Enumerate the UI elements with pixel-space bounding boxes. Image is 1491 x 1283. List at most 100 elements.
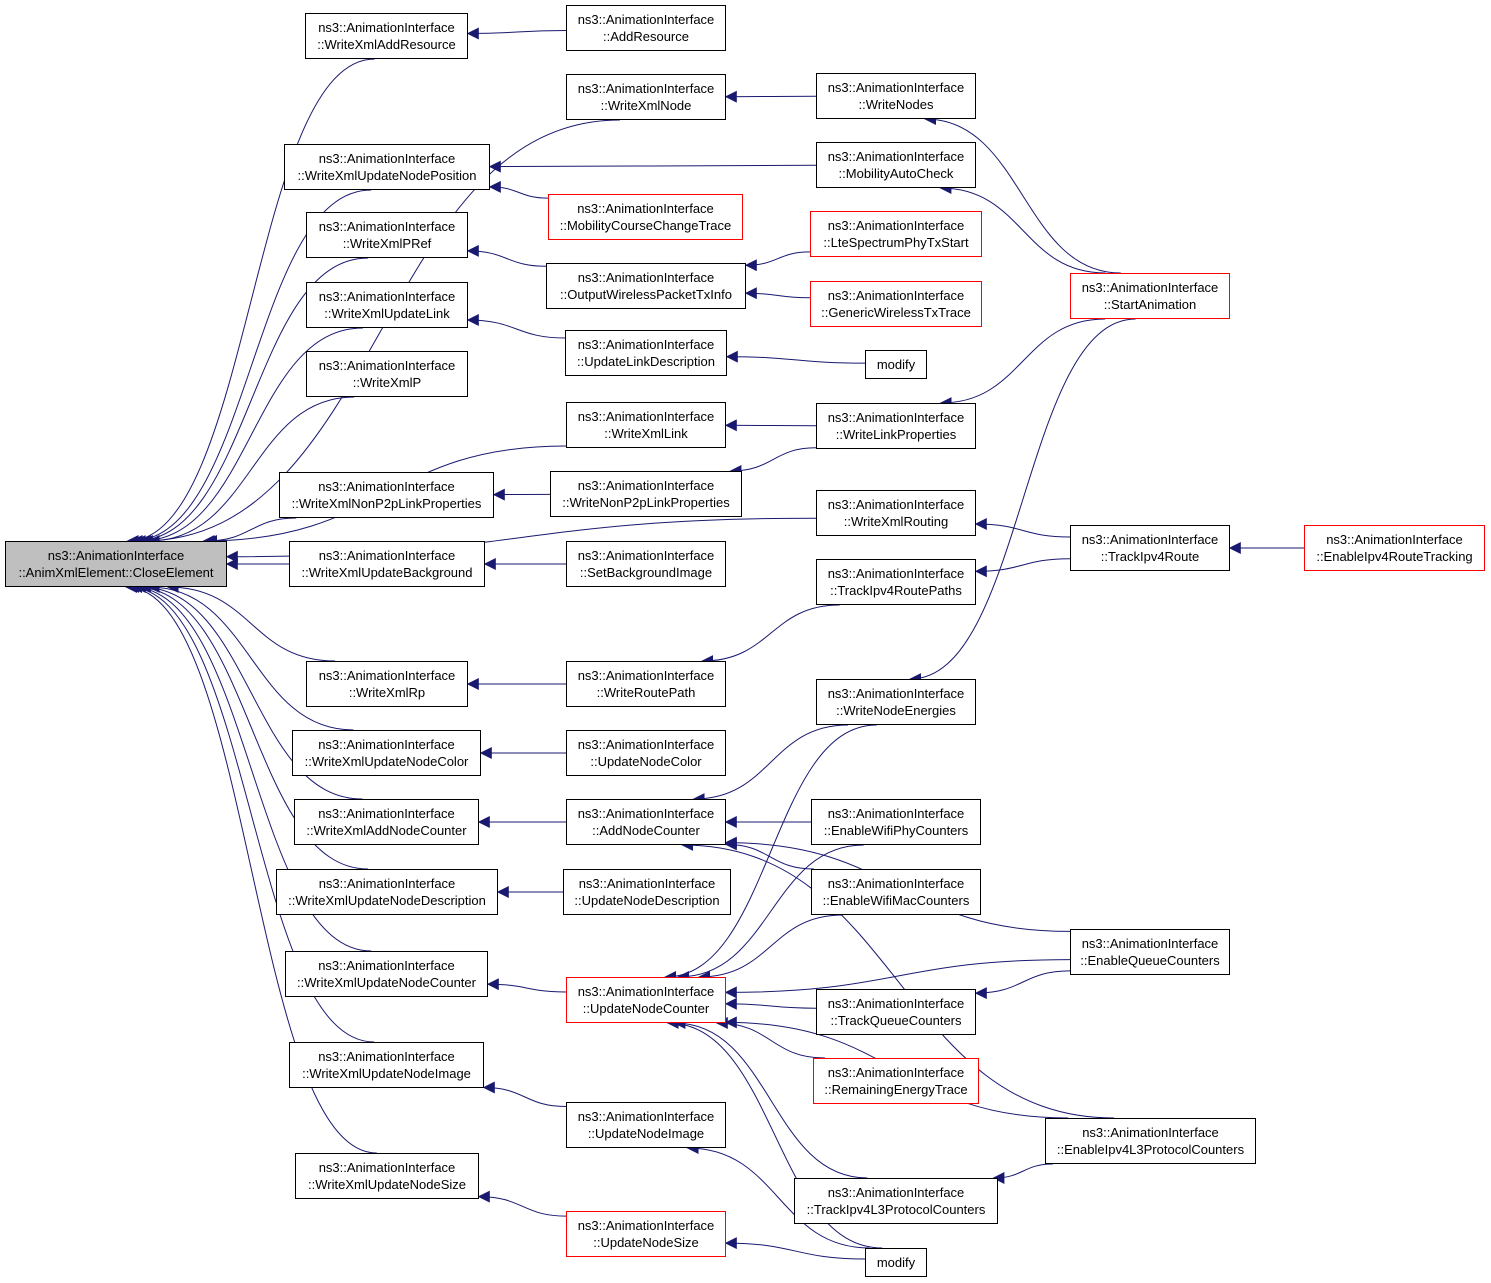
node-track-ipv4-route-paths-line1: ns3::AnimationInterface (827, 566, 965, 581)
node-update-node-image[interactable]: ns3::AnimationInterface ::UpdateNodeImag… (566, 1102, 726, 1148)
node-write-xml-update-node-image[interactable]: ns3::AnimationInterface ::WriteXmlUpdate… (289, 1042, 484, 1088)
node-write-xml-add-resource-line2: ::WriteXmlAddResource (317, 37, 456, 52)
node-track-ipv4-route-line1: ns3::AnimationInterface (1081, 532, 1219, 547)
node-write-xml-update-background-line2: ::WriteXmlUpdateBackground (301, 565, 473, 580)
node-write-xml-update-background[interactable]: ns3::AnimationInterface ::WriteXmlUpdate… (289, 541, 485, 587)
node-enable-queue-counters-line2: ::EnableQueueCounters (1080, 953, 1220, 968)
edge-modify2-to-updNodeImage (686, 1142, 870, 1249)
node-write-node-energies-line1: ns3::AnimationInterface (827, 686, 965, 701)
node-write-non-p2p-link-properties-line1: ns3::AnimationInterface (577, 478, 715, 493)
node-enable-wifi-phy-counters[interactable]: ns3::AnimationInterface ::EnableWifiPhyC… (811, 799, 981, 845)
node-mobility-auto-check[interactable]: ns3::AnimationInterface ::MobilityAutoCh… (816, 142, 976, 188)
node-track-ipv4-l3-protocol-counters[interactable]: ns3::AnimationInterface ::TrackIpv4L3Pro… (794, 1178, 998, 1224)
edge-mobCourse-to-wxUpdPos (488, 180, 549, 199)
node-write-xml-non-p2p-link-properties[interactable]: ns3::AnimationInterface ::WriteXmlNonP2p… (279, 472, 494, 518)
node-write-xml-pref[interactable]: ns3::AnimationInterface ::WriteXmlPRef (306, 212, 468, 258)
node-write-non-p2p-link-properties[interactable]: ns3::AnimationInterface ::WriteNonP2pLin… (550, 471, 742, 517)
node-write-xml-update-node-description-line2: ::WriteXmlUpdateNodeDescription (288, 893, 486, 908)
node-output-wireless-packet-tx-info-line2: ::OutputWirelessPacketTxInfo (560, 287, 732, 302)
node-write-xml-node-line1: ns3::AnimationInterface (577, 81, 715, 96)
node-add-node-counter[interactable]: ns3::AnimationInterface ::AddNodeCounter (566, 799, 726, 845)
node-update-node-description[interactable]: ns3::AnimationInterface ::UpdateNodeDesc… (563, 869, 731, 915)
node-enable-ipv4-l3-protocol-counters[interactable]: ns3::AnimationInterface ::EnableIpv4L3Pr… (1045, 1118, 1256, 1164)
node-enable-ipv4-route-tracking-line2: ::EnableIpv4RouteTracking (1316, 549, 1473, 564)
node-add-resource[interactable]: ns3::AnimationInterface ::AddResource (566, 5, 726, 51)
node-track-ipv4-route-paths[interactable]: ns3::AnimationInterface ::TrackIpv4Route… (816, 559, 976, 605)
node-write-xml-update-node-counter-line2: ::WriteXmlUpdateNodeCounter (297, 975, 476, 990)
edge-enQueue-to-trackQueue (974, 970, 1071, 1000)
node-write-xml-update-node-color-line2: ::WriteXmlUpdateNodeColor (304, 754, 469, 769)
node-write-route-path-line2: ::WriteRoutePath (596, 685, 696, 700)
edge-trackIpv4Route-to-wxRouting (974, 518, 1071, 538)
node-write-xml-update-node-counter[interactable]: ns3::AnimationInterface ::WriteXmlUpdate… (285, 951, 488, 997)
node-track-queue-counters[interactable]: ns3::AnimationInterface ::TrackQueueCoun… (816, 989, 976, 1035)
node-write-xml-add-resource[interactable]: ns3::AnimationInterface ::WriteXmlAddRes… (305, 13, 468, 59)
node-update-node-color[interactable]: ns3::AnimationInterface ::UpdateNodeColo… (566, 730, 726, 776)
node-update-node-description-line2: ::UpdateNodeDescription (574, 893, 720, 908)
node-enable-ipv4-route-tracking[interactable]: ns3::AnimationInterface ::EnableIpv4Rout… (1304, 525, 1485, 571)
node-enable-wifi-mac-counters-line2: ::EnableWifiMacCounters (822, 893, 970, 908)
node-enable-ipv4-l3-protocol-counters-line2: ::EnableIpv4L3ProtocolCounters (1056, 1142, 1245, 1157)
node-write-xml-update-node-description-line1: ns3::AnimationInterface (318, 876, 456, 891)
node-remaining-energy-trace-line1: ns3::AnimationInterface (827, 1065, 965, 1080)
node-write-xml-add-resource-line1: ns3::AnimationInterface (318, 20, 455, 35)
node-track-ipv4-route[interactable]: ns3::AnimationInterface ::TrackIpv4Route (1070, 525, 1230, 571)
node-add-resource-line1: ns3::AnimationInterface (577, 12, 715, 27)
node-close-element-line1: ns3::AnimationInterface (47, 548, 185, 563)
node-write-route-path[interactable]: ns3::AnimationInterface ::WriteRoutePath (566, 661, 726, 707)
node-write-xml-update-node-color[interactable]: ns3::AnimationInterface ::WriteXmlUpdate… (292, 730, 481, 776)
node-update-link-description[interactable]: ns3::AnimationInterface ::UpdateLinkDesc… (565, 330, 727, 376)
edge-enWifiPhy-to-updNodeCounter (677, 844, 864, 983)
node-update-node-size[interactable]: ns3::AnimationInterface ::UpdateNodeSize (566, 1211, 726, 1257)
node-write-xml-node[interactable]: ns3::AnimationInterface ::WriteXmlNode (566, 74, 726, 120)
node-set-background-image[interactable]: ns3::AnimationInterface ::SetBackgroundI… (566, 541, 726, 587)
edge-enIpv4L3-to-addNodeCounter (681, 839, 1115, 1119)
node-modify-1[interactable]: modify (865, 350, 927, 379)
node-write-xml-update-node-position[interactable]: ns3::AnimationInterface ::WriteXmlUpdate… (284, 144, 490, 190)
edge-lteTx-to-outWireless (744, 251, 811, 272)
node-write-xml-update-node-description[interactable]: ns3::AnimationInterface ::WriteXmlUpdate… (276, 869, 498, 915)
edge-trackIpv4L3-to-updNodeCounter (673, 1017, 868, 1179)
edge-startAnim-to-mobAuto (939, 182, 1106, 274)
node-generic-wireless-tx-trace[interactable]: ns3::AnimationInterface ::GenericWireles… (810, 281, 982, 327)
edge-updNodeCounter-to-wxUpdCounter (486, 978, 567, 993)
node-mobility-course-change-trace-line2: ::MobilityCourseChangeTrace (559, 218, 732, 233)
node-write-xml-update-node-image-line1: ns3::AnimationInterface (318, 1049, 455, 1064)
node-set-background-image-line2: ::SetBackgroundImage (579, 565, 713, 580)
node-update-node-description-line1: ns3::AnimationInterface (578, 876, 716, 891)
edge-writeNodeEnergies-to-addNodeCounter (692, 724, 849, 805)
node-write-xml-update-node-size-line2: ::WriteXmlUpdateNodeSize (308, 1177, 466, 1192)
edge-wxUpdPos-to-close (130, 189, 372, 547)
edge-enWifiMac-to-addNodeCounter (724, 838, 814, 870)
node-output-wireless-packet-tx-info[interactable]: ns3::AnimationInterface ::OutputWireless… (546, 263, 746, 309)
node-write-xml-add-node-counter[interactable]: ns3::AnimationInterface ::WriteXmlAddNod… (294, 799, 479, 845)
node-lte-spectrum-phy-tx-start[interactable]: ns3::AnimationInterface ::LteSpectrumPhy… (810, 211, 982, 257)
node-update-node-counter[interactable]: ns3::AnimationInterface ::UpdateNodeCoun… (566, 977, 726, 1023)
node-write-xml-p-line1: ns3::AnimationInterface (318, 358, 456, 373)
node-modify-2-label: modify (876, 1255, 916, 1270)
node-enable-wifi-phy-counters-line1: ns3::AnimationInterface (827, 806, 965, 821)
node-write-node-energies[interactable]: ns3::AnimationInterface ::WriteNodeEnerg… (816, 679, 976, 725)
node-track-queue-counters-line2: ::TrackQueueCounters (830, 1013, 962, 1028)
node-write-xml-update-link[interactable]: ns3::AnimationInterface ::WriteXmlUpdate… (306, 282, 468, 328)
node-write-xml-routing[interactable]: ns3::AnimationInterface ::WriteXmlRoutin… (816, 490, 976, 536)
node-add-node-counter-line1: ns3::AnimationInterface (577, 806, 715, 821)
node-write-xml-p[interactable]: ns3::AnimationInterface ::WriteXmlP (306, 351, 468, 397)
node-write-nodes[interactable]: ns3::AnimationInterface ::WriteNodes (816, 73, 976, 119)
node-modify-2[interactable]: modify (865, 1248, 927, 1277)
node-write-xml-rp-line1: ns3::AnimationInterface (318, 668, 456, 683)
node-write-xml-update-node-color-line1: ns3::AnimationInterface (318, 737, 455, 752)
node-remaining-energy-trace[interactable]: ns3::AnimationInterface ::RemainingEnerg… (813, 1058, 979, 1104)
node-write-xml-update-node-size[interactable]: ns3::AnimationInterface ::WriteXmlUpdate… (295, 1153, 479, 1199)
edge-enWifiMac-to-updNodeCounter (698, 914, 843, 983)
node-write-xml-link[interactable]: ns3::AnimationInterface ::WriteXmlLink (566, 402, 726, 448)
node-enable-queue-counters[interactable]: ns3::AnimationInterface ::EnableQueueCou… (1070, 929, 1230, 975)
node-mobility-course-change-trace[interactable]: ns3::AnimationInterface ::MobilityCourse… (548, 194, 743, 240)
node-write-link-properties[interactable]: ns3::AnimationInterface ::WriteLinkPrope… (816, 403, 976, 449)
node-close-element: ns3::AnimationInterface ::AnimXmlElement… (5, 541, 227, 587)
node-modify-1-label: modify (876, 357, 916, 372)
node-enable-wifi-mac-counters[interactable]: ns3::AnimationInterface ::EnableWifiMacC… (811, 869, 981, 915)
node-start-animation[interactable]: ns3::AnimationInterface ::StartAnimation (1070, 273, 1230, 319)
node-write-xml-rp[interactable]: ns3::AnimationInterface ::WriteXmlRp (306, 661, 468, 707)
node-track-queue-counters-line1: ns3::AnimationInterface (827, 996, 965, 1011)
